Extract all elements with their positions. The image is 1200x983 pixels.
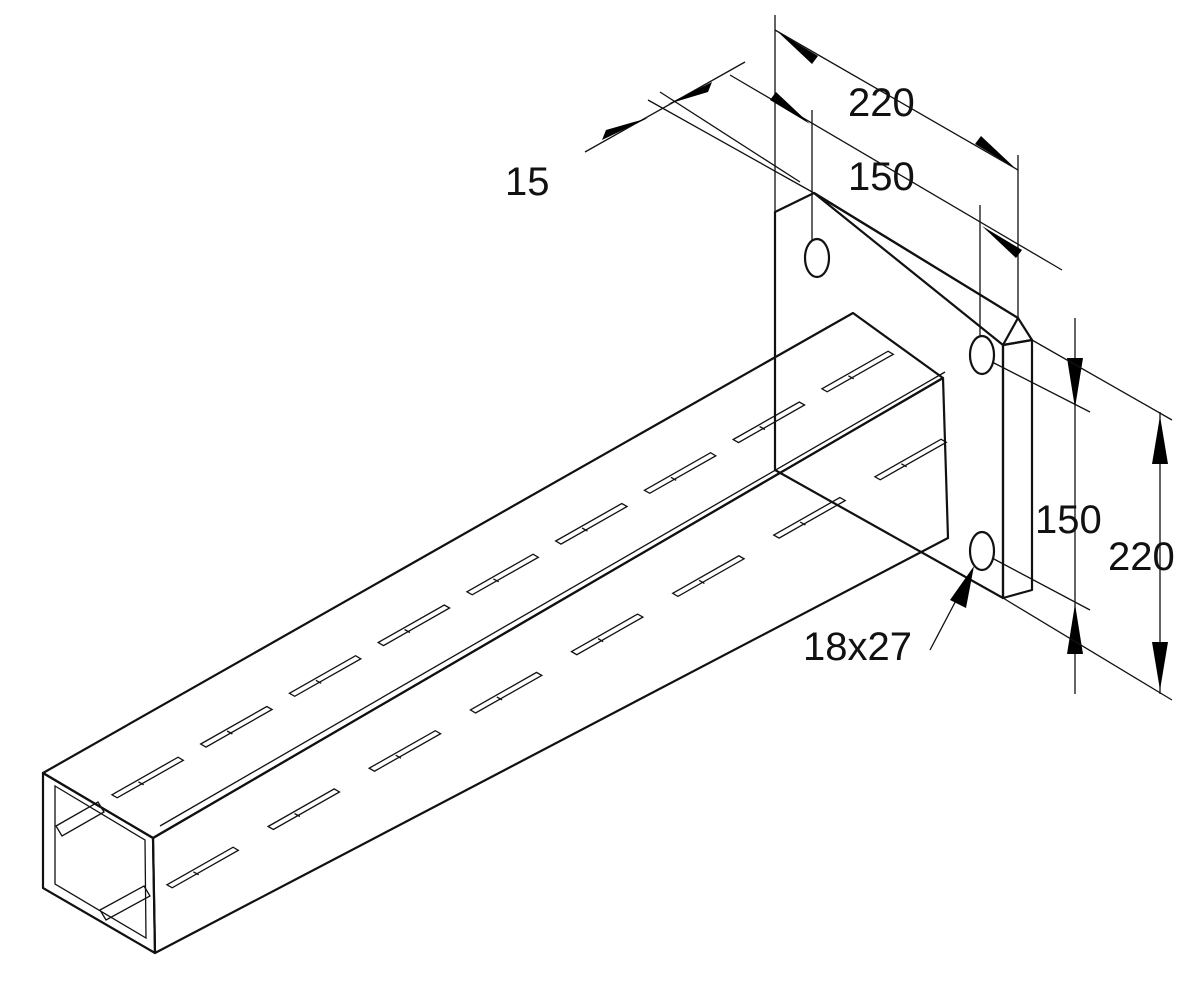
tube-open-end-inner	[54, 784, 147, 940]
inner-slot-lower	[99, 885, 151, 921]
top-slot-5-shadow	[493, 578, 500, 583]
top-slot-4-shadow	[404, 628, 411, 634]
side-slot-upper-5	[570, 613, 645, 656]
dim-label-hole-size: 18x27	[803, 625, 912, 669]
top-slot-5	[465, 553, 540, 596]
dimension-hole-spacing-vertical: 150	[991, 318, 1102, 694]
arrow-width-right	[975, 136, 1015, 168]
inner-slot-upper	[55, 801, 105, 837]
side-slot-upper-2-shadow	[294, 812, 301, 818]
base-plate-top-edge	[812, 191, 1034, 347]
side-slot-upper-1	[165, 846, 240, 889]
side-slot-upper-1-shadow	[193, 871, 200, 876]
side-slot-upper-6-shadow	[698, 579, 705, 584]
top-slot-6-shadow	[581, 527, 588, 532]
arrow-vspacing-bottom	[1067, 604, 1083, 654]
top-slot-1-shadow	[138, 781, 145, 786]
side-slot-upper-8	[873, 438, 948, 481]
mounting-hole-top-right	[968, 334, 996, 376]
arrow-spacing-left	[770, 92, 810, 124]
arrow-thickness-left	[602, 118, 648, 140]
dim-label-hole-spacing-vertical: 150	[1035, 498, 1102, 542]
arrow-vspacing-top	[1067, 358, 1083, 408]
side-slot-upper-3-shadow	[395, 754, 402, 759]
top-slot-8-shadow	[759, 425, 766, 431]
top-slot-7	[643, 451, 718, 495]
dimension-plate-height: 220	[1002, 339, 1175, 701]
top-slot-3	[288, 654, 363, 698]
mounting-hole-top-left	[803, 237, 831, 279]
arrow-height-bottom	[1152, 642, 1168, 690]
base-plate-face	[773, 191, 1020, 600]
top-slot-2-shadow	[226, 730, 233, 735]
side-face-slots	[165, 438, 948, 889]
arrow-height-top	[1152, 416, 1168, 464]
dimension-hole-spacing-horizontal: 150	[729, 74, 1063, 336]
side-slot-upper-7-shadow	[799, 521, 806, 526]
dim-label-plate-thickness: 15	[505, 160, 550, 204]
dimension-plate-thickness: 15	[505, 61, 815, 204]
arrow-hole-size	[950, 566, 974, 608]
arrow-width-left	[778, 32, 818, 64]
side-slot-upper-6	[671, 555, 746, 598]
top-slot-6	[554, 502, 629, 545]
top-slot-1	[110, 756, 185, 799]
top-slot-9	[820, 350, 895, 393]
side-slot-upper-5-shadow	[597, 638, 604, 643]
arrow-spacing-right	[982, 226, 1022, 258]
dim-label-plate-width: 220	[848, 81, 915, 125]
side-slot-upper-7	[772, 496, 847, 539]
tube-arm	[41, 311, 950, 955]
side-slot-upper-3	[367, 729, 442, 772]
dim-label-hole-spacing-horizontal: 150	[848, 155, 915, 199]
top-slot-3-shadow	[315, 679, 322, 684]
leader-hole-size: 18x27	[803, 566, 974, 669]
side-slot-upper-8-shadow	[901, 463, 908, 468]
base-plate-side-edge	[1001, 338, 1034, 600]
dimension-plate-width: 220	[774, 15, 1019, 318]
side-slot-upper-4	[469, 671, 544, 714]
top-face-slots	[110, 350, 895, 799]
top-slot-4	[376, 604, 451, 647]
mounting-hole-bottom-right	[968, 530, 996, 572]
top-slot-8	[731, 401, 806, 444]
dim-label-plate-height: 220	[1108, 535, 1175, 579]
arrow-thickness-right	[668, 82, 712, 104]
top-slot-9-shadow	[848, 375, 855, 380]
tube-open-end	[41, 771, 157, 955]
top-slot-7-shadow	[670, 476, 677, 481]
top-slot-2	[199, 705, 274, 748]
side-slot-upper-2	[266, 788, 341, 831]
tube-top-face	[41, 311, 945, 840]
side-slot-upper-4-shadow	[496, 696, 503, 701]
